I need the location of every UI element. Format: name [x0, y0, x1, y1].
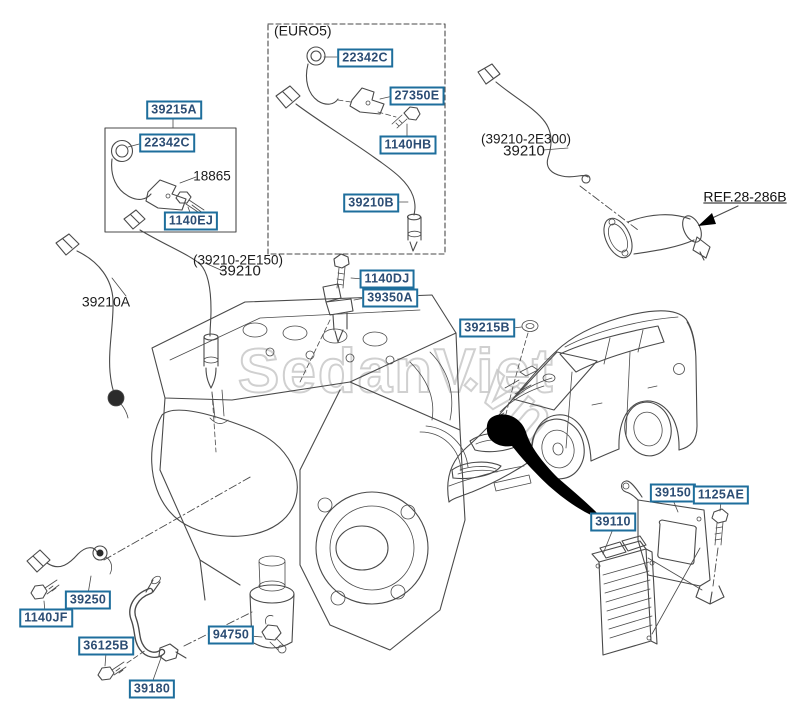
euro5-box — [267, 23, 446, 255]
catalytic-converter — [603, 214, 711, 261]
part-code-39210-2e150: (39210-2E150) — [192, 252, 284, 268]
part-label-39210b[interactable]: 39210B — [343, 193, 399, 213]
part-label-39210-rear: 39210 — [219, 262, 261, 280]
crank-position-sensor — [26, 475, 253, 575]
part-label-39150[interactable]: 39150 — [649, 483, 697, 503]
ref-28-286b-link[interactable]: REF.28-286B — [703, 188, 787, 205]
part-label-39210-front: 39210 — [503, 142, 545, 160]
watermark-main: SedanViet — [238, 337, 555, 406]
ecu-bracket — [620, 480, 725, 635]
oxygen-sensor-left — [55, 233, 129, 419]
euro5-caption: (EURO5) — [274, 22, 332, 39]
part-label-39250[interactable]: 39250 — [64, 590, 112, 610]
part-code-39210-2e300: (39210-2E300) — [480, 131, 572, 147]
part-label-1125ae[interactable]: 1125AE — [692, 485, 750, 505]
part-label-36125b[interactable]: 36125B — [78, 636, 134, 656]
oil-pressure-switch — [261, 615, 287, 654]
ref-arrow — [698, 205, 739, 226]
oxygen-sensor-rear — [203, 333, 219, 453]
part-label-1140ej[interactable]: 1140EJ — [163, 211, 219, 231]
bolt-36125b — [97, 649, 147, 681]
part-label-39180[interactable]: 39180 — [128, 679, 176, 699]
temp-sensor-group — [299, 253, 354, 383]
part-label-22342c-euro5[interactable]: 22342C — [337, 48, 393, 68]
part-label-39110[interactable]: 39110 — [590, 512, 636, 532]
bracket-kit-box — [104, 127, 237, 337]
part-label-1140jf[interactable]: 1140JF — [19, 608, 73, 628]
bolt-1125ae — [711, 508, 729, 587]
vehicle-illustration — [447, 310, 698, 521]
part-label-39210a: 39210A — [81, 293, 131, 310]
part-label-18865: 18865 — [193, 168, 231, 184]
part-label-27350e[interactable]: 27350E — [389, 86, 445, 106]
part-label-94750[interactable]: 94750 — [207, 625, 255, 645]
part-label-22342c-left[interactable]: 22342C — [139, 133, 195, 153]
part-label-39215a[interactable]: 39215A — [146, 100, 202, 120]
engine-illustration — [151, 294, 469, 651]
part-label-39350a[interactable]: 39350A — [362, 288, 418, 308]
bolt-1140jf — [30, 579, 60, 600]
ecu-illustration — [591, 535, 658, 656]
oxygen-sensor-front — [477, 63, 639, 231]
part-label-39215b[interactable]: 39215B — [459, 318, 515, 338]
hose-39180 — [129, 575, 253, 662]
part-label-1140dj[interactable]: 1140DJ — [359, 269, 415, 289]
part-label-1140hb[interactable]: 1140HB — [379, 135, 437, 155]
location-arrow — [486, 414, 605, 521]
